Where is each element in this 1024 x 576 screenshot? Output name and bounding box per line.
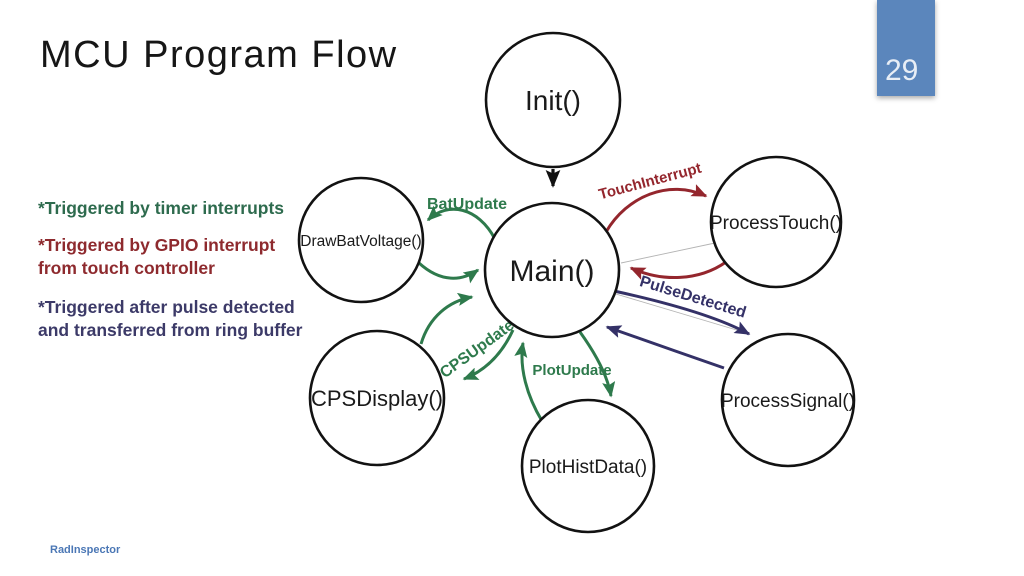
node-cpsdisplay: CPSDisplay(): [308, 329, 446, 467]
page-number: 29: [885, 54, 919, 87]
node-plothistdata-label: PlotHistData(): [529, 457, 647, 478]
edge-main-to-processsignal: [613, 289, 751, 336]
edge-label-plotupdate: PlotUpdate: [532, 362, 611, 379]
node-drawbatvoltage-circle: [297, 176, 425, 304]
node-main-circle: [483, 201, 621, 339]
page-title: MCU Program Flow: [40, 34, 398, 76]
note-pulse-detected: *Triggered after pulse detected and tran…: [38, 297, 303, 340]
node-processsignal-circle: [720, 332, 856, 468]
edge-processtouch-to-main: [629, 260, 727, 280]
edge-plothist-to-main: [514, 341, 544, 422]
node-plothistdata-circle: [520, 398, 656, 534]
node-main: Main(): [483, 201, 621, 339]
node-processsignal: ProcessSignal(): [720, 332, 856, 468]
thin-line-touch: [620, 242, 716, 264]
edge-main-to-processtouch: [604, 184, 708, 233]
edge-cpsdisplay-to-main: [419, 292, 474, 345]
edge-processsignal-to-main: [605, 325, 725, 370]
notes-list: *Triggered by timer interrupts *Triggere…: [38, 197, 316, 342]
node-drawbatvoltage: DrawBatVoltage(): [297, 176, 425, 304]
node-cpsdisplay-label: CPSDisplay(): [311, 386, 443, 411]
node-plothistdata: PlotHistData(): [520, 398, 656, 534]
node-init: Init(): [484, 31, 622, 169]
node-init-circle: [484, 31, 622, 169]
edge-main-to-plothist: [578, 331, 616, 398]
edge-main-to-cpsdisplay: [462, 329, 515, 381]
note-gpio-interrupt: *Triggered by GPIO interrupt from touch …: [38, 234, 276, 278]
thin-line-pulse: [615, 293, 751, 335]
note-timer-interrupts: *Triggered by timer interrupts: [38, 198, 285, 218]
edge-main-to-drawbat: [426, 205, 497, 240]
node-processtouch-circle: [709, 155, 843, 289]
node-init-label: Init(): [525, 85, 581, 116]
edge-label-pulsedetected: PulseDetected: [638, 273, 748, 321]
page-number-badge: 29: [877, 0, 935, 96]
edge-label-batupdate: BatUpdate: [427, 196, 507, 213]
node-drawbatvoltage-label: DrawBatVoltage(): [300, 233, 421, 250]
node-main-label: Main(): [509, 255, 594, 288]
edge-label-touchinterrupt: TouchInterrupt: [597, 160, 703, 204]
edge-drawbat-to-main: [417, 261, 480, 284]
node-processtouch: ProcessTouch(): [709, 155, 843, 289]
node-processtouch-label: ProcessTouch(): [710, 213, 842, 234]
footer-logo: RadInspector: [50, 544, 121, 556]
node-cpsdisplay-circle: [308, 329, 446, 467]
node-processsignal-label: ProcessSignal(): [721, 391, 855, 412]
